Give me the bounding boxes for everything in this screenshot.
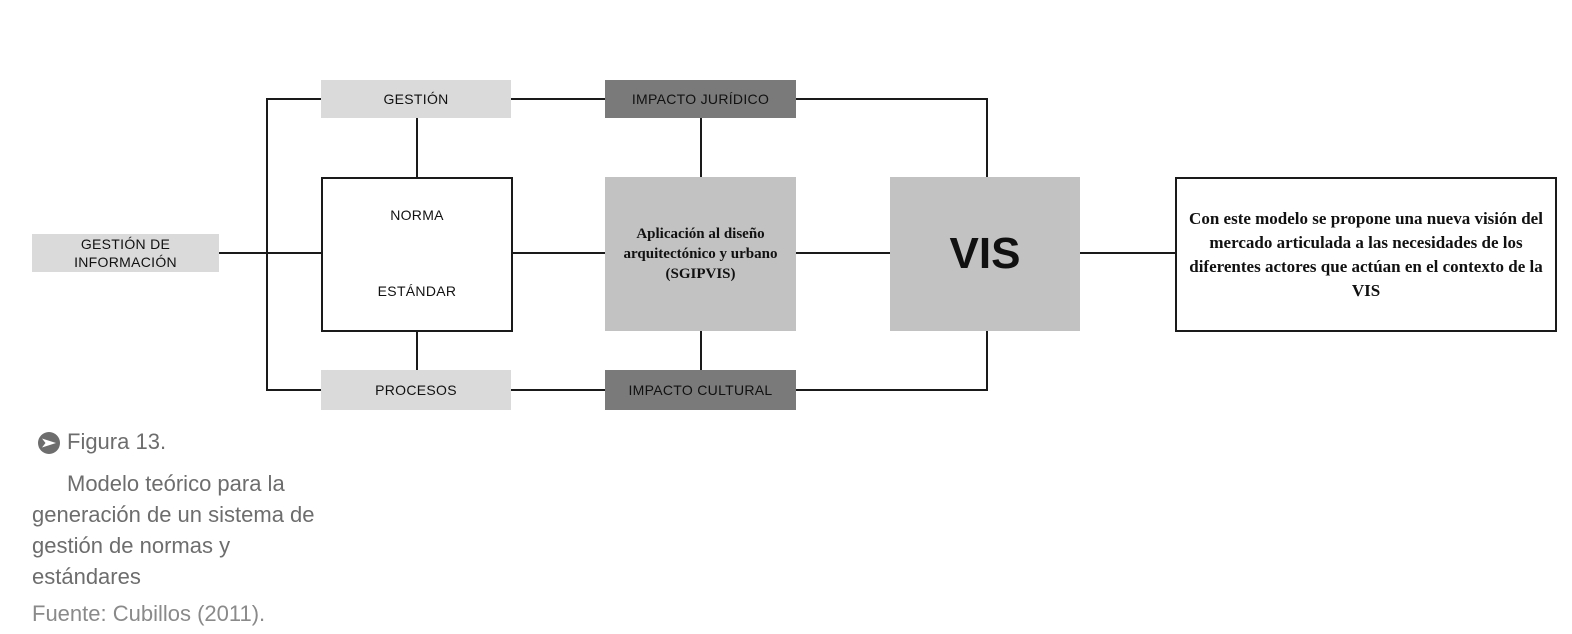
connector-line [416, 331, 418, 371]
node-procesos: PROCESOS [321, 370, 511, 410]
node-label: Aplicación al diseño arquitectónico y ur… [623, 226, 778, 282]
node-norma: NORMA [323, 195, 511, 235]
connector-line [266, 98, 268, 391]
node-label: GESTIÓN [383, 91, 449, 107]
node-vis: VIS [890, 177, 1080, 331]
connector-line [986, 98, 988, 178]
node-label: NORMA [390, 207, 444, 223]
node-aplicacion: Aplicación al diseño arquitectónico y ur… [605, 177, 796, 331]
figure-label: Figura 13. [67, 429, 167, 454]
node-impacto-juridico: IMPACTO JURÍDICO [605, 80, 796, 118]
connector-line [700, 118, 702, 178]
figure-description: Modelo teórico para la generación de un … [32, 471, 315, 589]
node-impacto-cultural: IMPACTO CULTURAL [605, 370, 796, 410]
arrow-bullet-icon [36, 432, 62, 454]
node-label: PROCESOS [375, 382, 457, 398]
node-estandar: ESTÁNDAR [323, 271, 511, 311]
node-label: ESTÁNDAR [377, 283, 457, 299]
node-gestion: GESTIÓN [321, 80, 511, 118]
connector-line [986, 331, 988, 391]
figure-source: Fuente: Cubillos (2011). [32, 601, 266, 626]
node-norma-estandar-box [321, 177, 513, 332]
node-gestion-informacion: GESTIÓN DE INFORMACIÓN [32, 234, 219, 272]
connector-line [700, 331, 702, 371]
node-label: IMPACTO CULTURAL [628, 382, 773, 398]
node-label: IMPACTO JURÍDICO [631, 91, 770, 107]
connector-line [416, 118, 418, 178]
node-label: GESTIÓN DE INFORMACIÓN [74, 236, 177, 270]
node-label: VIS [949, 229, 1021, 278]
node-conclusion: Con este modelo se propone una nueva vis… [1175, 177, 1557, 332]
node-label: Con este modelo se propone una nueva vis… [1189, 208, 1543, 300]
